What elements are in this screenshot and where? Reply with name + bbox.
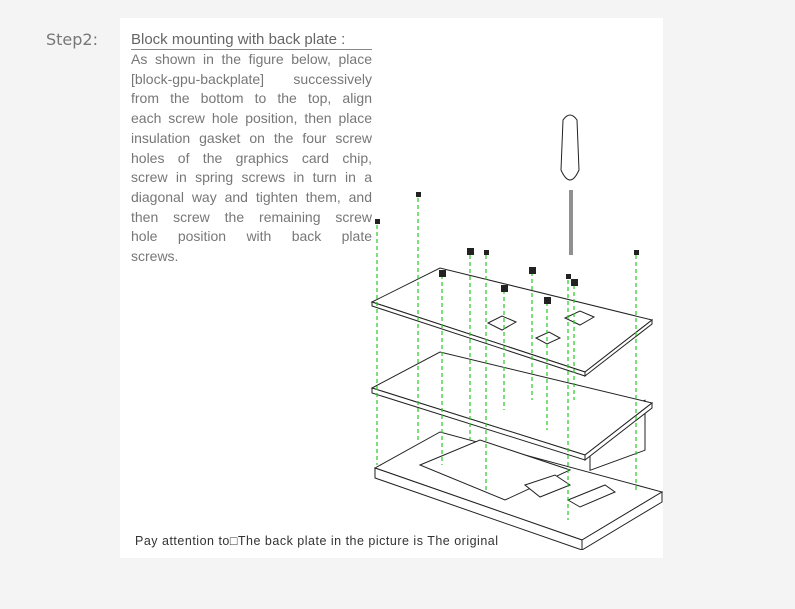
instruction-line: insulation gasket on the four screw xyxy=(131,129,372,146)
back-plate xyxy=(370,267,654,378)
step-label: Step2: xyxy=(46,30,98,49)
screws xyxy=(375,192,639,304)
instruction-line: As shown in the figure below, place xyxy=(131,51,372,67)
instruction-text: As shown in the figure below, place [blo… xyxy=(131,50,372,267)
instruction-line: then screw the remaining screw xyxy=(131,208,372,225)
exploded-assembly-diagram xyxy=(370,114,664,550)
instruction-line: from the bottom to the top, align xyxy=(131,90,372,107)
instruction-line: screws. xyxy=(131,248,179,265)
instruction-line: hole position with back plate xyxy=(131,228,372,245)
water-block xyxy=(373,399,664,550)
instruction-line: screw in spring screws in turn in a xyxy=(131,169,372,186)
instruction-line: each screw hole position, then place xyxy=(131,110,372,127)
graphics-card-pcb xyxy=(370,351,654,462)
alignment-guides xyxy=(376,198,637,520)
instruction-line: holes of the graphics card chip, xyxy=(131,149,372,166)
attention-note: Pay attention to□The back plate in the p… xyxy=(135,534,499,548)
instruction-line: [block-gpu-backplate] successively xyxy=(131,70,372,87)
section-title: Block mounting with back plate : xyxy=(131,31,372,50)
screwdriver-icon xyxy=(560,114,580,255)
instruction-line: diagonal way and tighten them, and xyxy=(131,188,372,205)
